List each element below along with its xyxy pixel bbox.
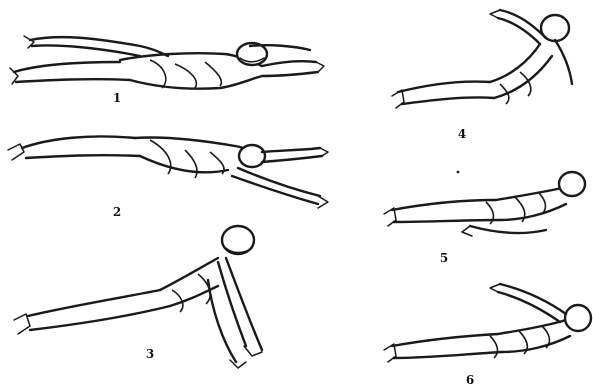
figure-label-4: 4 xyxy=(458,127,466,141)
swimmer-figure-6 xyxy=(384,284,591,362)
figure-label-6: 6 xyxy=(466,373,474,387)
swimmer-figure-4 xyxy=(392,10,572,108)
swimmer-figure-1 xyxy=(10,36,324,89)
ink-speck xyxy=(457,171,460,174)
swimmer-figure-2 xyxy=(8,136,328,208)
figure-label-1: 1 xyxy=(113,91,121,105)
figure-label-3: 3 xyxy=(146,347,154,361)
swimmer-figure-3 xyxy=(14,226,262,368)
swimmer-figure-5 xyxy=(384,172,585,236)
figure-label-2: 2 xyxy=(113,205,121,219)
figure-label-5: 5 xyxy=(440,251,448,265)
